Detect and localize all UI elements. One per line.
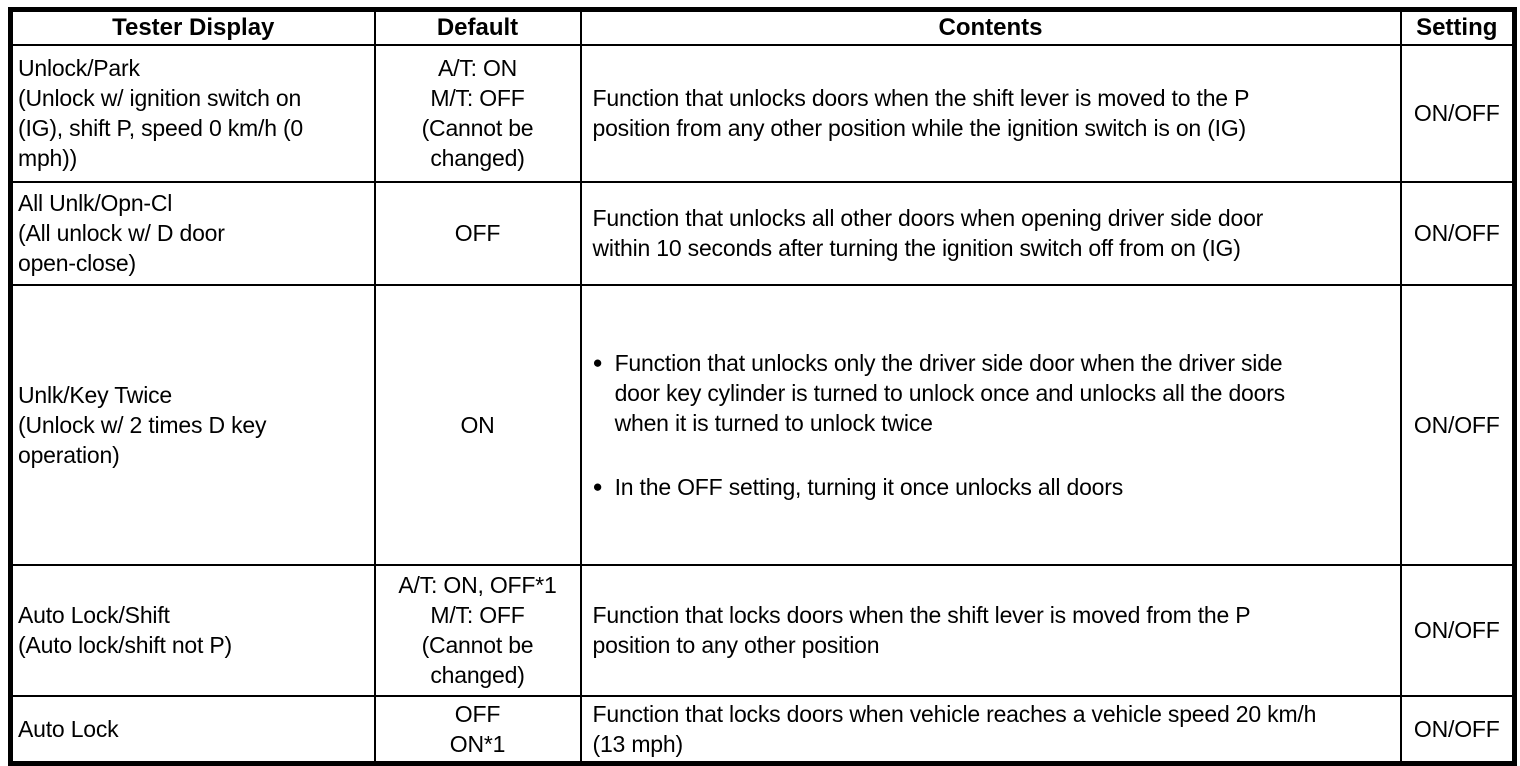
cell-contents: Function that unlocks all other doors wh… (579, 180, 1402, 286)
cell-setting: ON/OFF (1399, 43, 1516, 183)
cell-contents: ● Function that unlocks only the driver … (579, 283, 1402, 566)
contents-bullet-list: ● Function that unlocks only the driver … (593, 318, 1394, 532)
cell-tester-display: All Unlk/Opn-Cl (All unlock w/ D door op… (9, 180, 376, 286)
cell-setting: ON/OFF (1399, 563, 1516, 697)
cell-default: OFF (373, 180, 582, 286)
cell-tester-display: Auto Lock (9, 694, 376, 765)
list-item: ● Function that unlocks only the driver … (593, 348, 1394, 438)
table-row: Unlk/Key Twice (Unlock w/ 2 times D key … (9, 283, 1516, 566)
cell-contents: Function that locks doors when vehicle r… (579, 694, 1402, 765)
tester-display-table: Tester Display Default Contents Setting … (8, 7, 1517, 766)
header-contents: Contents (579, 8, 1402, 46)
cell-setting: ON/OFF (1399, 694, 1516, 765)
document-page: Tester Display Default Contents Setting … (8, 7, 1517, 766)
table-row: Unlock/Park (Unlock w/ ignition switch o… (9, 43, 1516, 183)
cell-tester-display: Auto Lock/Shift (Auto lock/shift not P) (9, 563, 376, 697)
cell-setting: ON/OFF (1399, 283, 1516, 566)
cell-default: OFF ON*1 (373, 694, 582, 765)
cell-default: ON (373, 283, 582, 566)
cell-default: A/T: ON M/T: OFF (Cannot be changed) (373, 43, 582, 183)
bullet-icon: ● (592, 476, 603, 496)
list-item: ● In the OFF setting, turning it once un… (593, 472, 1394, 502)
cell-tester-display: Unlk/Key Twice (Unlock w/ 2 times D key … (9, 283, 376, 566)
cell-contents: Function that locks doors when the shift… (579, 563, 1402, 697)
cell-contents: Function that unlocks doors when the shi… (579, 43, 1402, 183)
cell-tester-display: Unlock/Park (Unlock w/ ignition switch o… (9, 43, 376, 183)
cell-setting: ON/OFF (1399, 180, 1516, 286)
bullet-icon: ● (592, 352, 603, 372)
cell-default: A/T: ON, OFF*1 M/T: OFF (Cannot be chang… (373, 563, 582, 697)
table-row: All Unlk/Opn-Cl (All unlock w/ D door op… (9, 180, 1516, 286)
table-row: Auto Lock OFF ON*1 Function that locks d… (9, 694, 1516, 765)
header-setting: Setting (1399, 8, 1516, 46)
bullet-item-text: Function that unlocks only the driver si… (614, 349, 1286, 436)
header-tester-display: Tester Display (9, 8, 376, 46)
table-row: Auto Lock/Shift (Auto lock/shift not P) … (9, 563, 1516, 697)
table-header-row: Tester Display Default Contents Setting (9, 8, 1516, 46)
header-default: Default (373, 8, 582, 46)
bullet-item-text: In the OFF setting, turning it once unlo… (614, 473, 1124, 500)
